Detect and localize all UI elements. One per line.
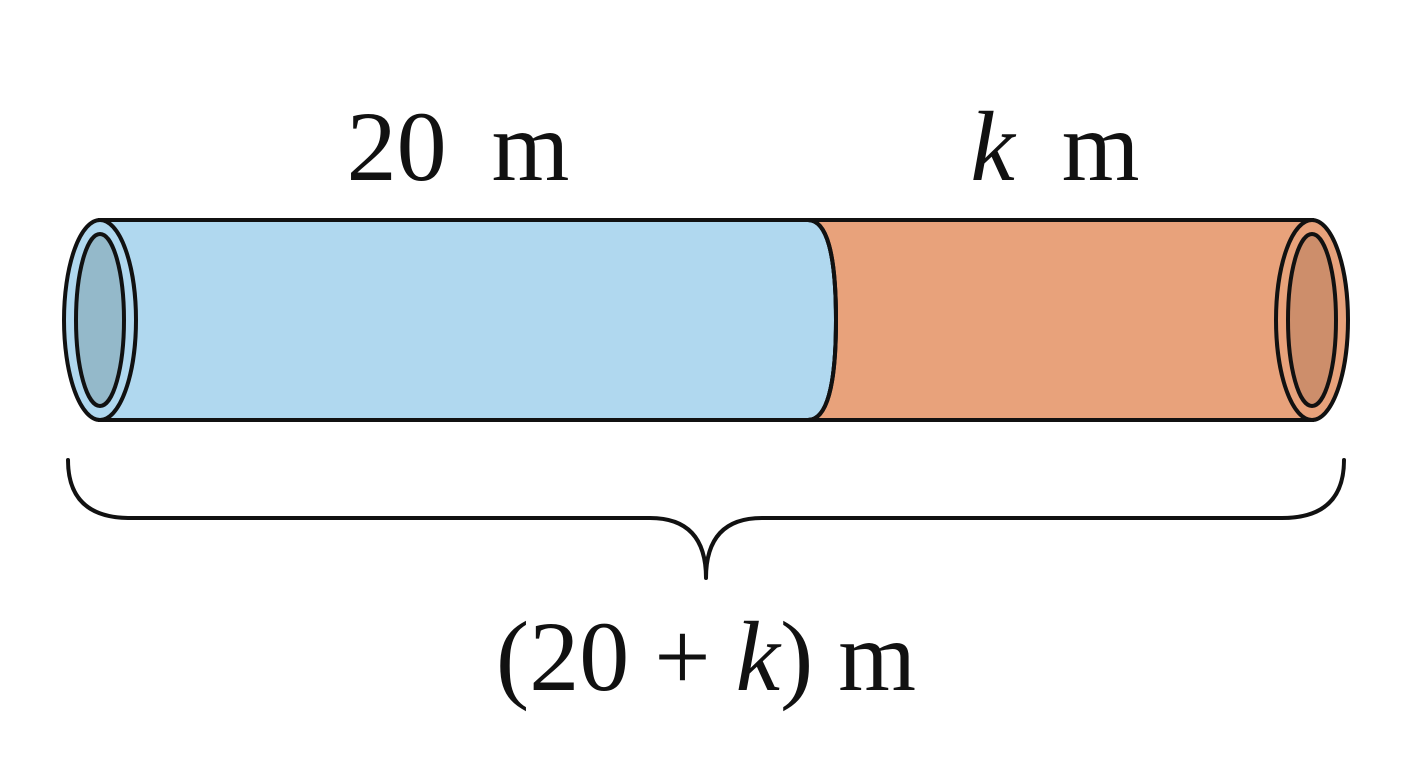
segment-joint-line xyxy=(807,218,839,422)
total-length-close: ) m xyxy=(780,601,916,712)
total-length-open: (20 + xyxy=(496,601,736,712)
right-pipe-segment xyxy=(807,218,1314,422)
right-segment-label: k m xyxy=(970,91,1139,202)
left-pipe-segment xyxy=(98,218,839,422)
total-length-brace xyxy=(66,458,1346,580)
right-end-face-opening xyxy=(1286,232,1338,408)
right-length-unit: m xyxy=(1062,91,1140,202)
left-end-face-opening xyxy=(74,232,126,408)
total-length-label: (20 + k) m xyxy=(496,601,916,712)
left-segment-label: 20 m xyxy=(347,91,570,202)
left-length-unit: m xyxy=(492,91,570,202)
right-length-variable: k xyxy=(970,91,1016,202)
total-length-variable: k xyxy=(736,601,782,712)
left-length-value: 20 xyxy=(347,91,447,202)
